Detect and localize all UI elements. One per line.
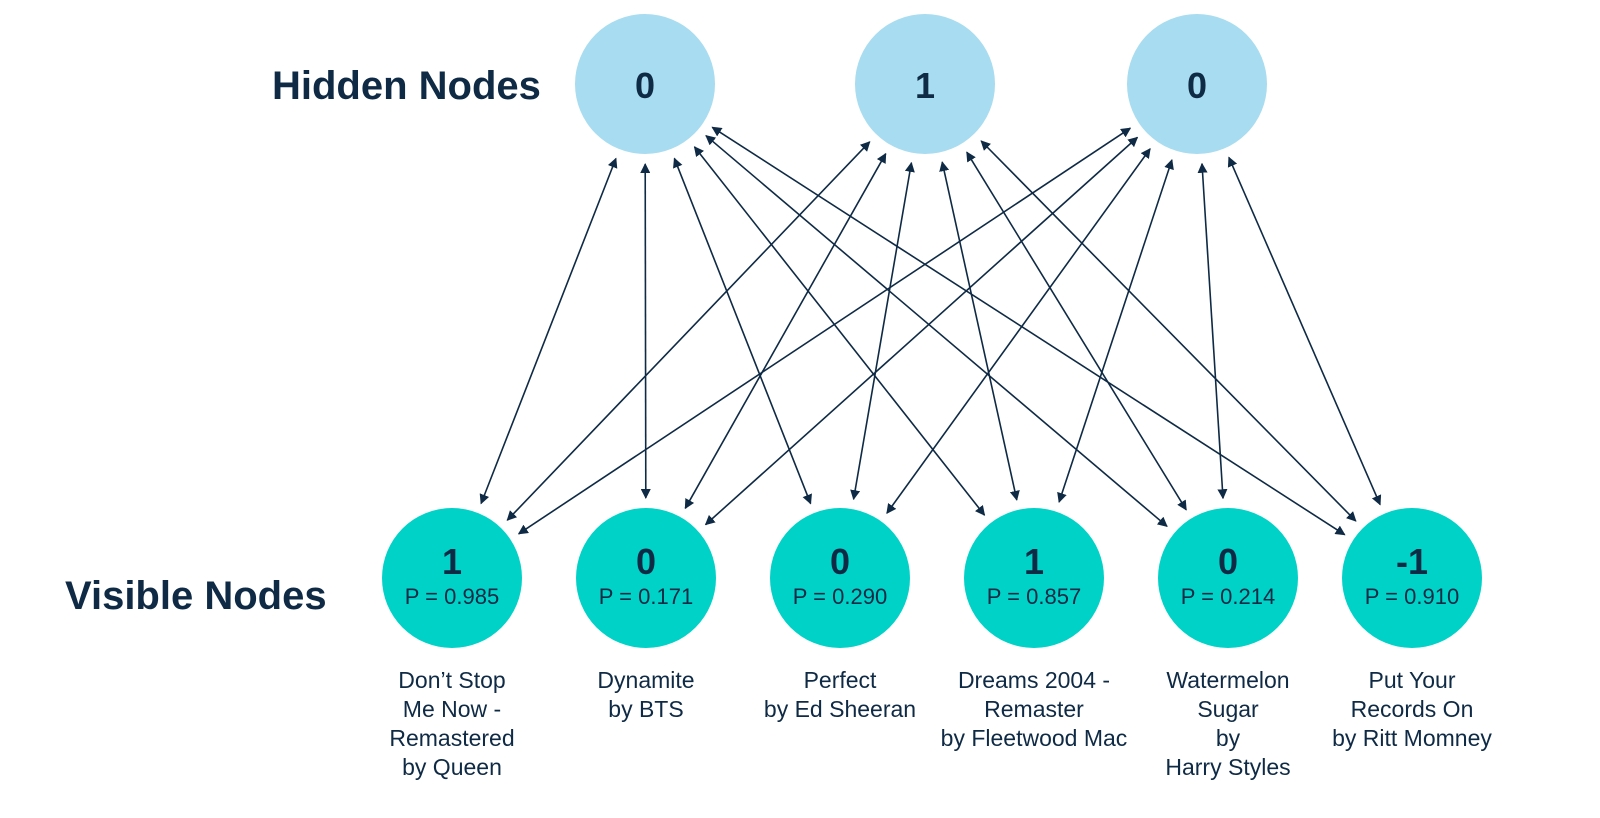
edge-hidden-3-visible-6 bbox=[1227, 156, 1382, 506]
song-label-line: Records On bbox=[1350, 696, 1474, 722]
song-label-line: Remaster bbox=[984, 696, 1084, 722]
song-label-line: by Queen bbox=[402, 754, 502, 780]
song-label: Don’t Stop Me Now - Remastered by Queen bbox=[342, 666, 562, 782]
hidden-node-2: 1 bbox=[855, 14, 995, 154]
edge-hidden-2-visible-6 bbox=[980, 140, 1357, 522]
song-label: Perfect by Ed Sheeran bbox=[730, 666, 950, 724]
edge-hidden-1-visible-5 bbox=[705, 135, 1168, 527]
visible-node-value: 1 bbox=[441, 541, 463, 582]
edge-hidden-3-visible-3 bbox=[886, 147, 1151, 515]
song-label-line: by Ed Sheeran bbox=[763, 696, 917, 722]
visible-node-value: 0 bbox=[1217, 541, 1239, 582]
visible-node-probability: P = 0.857 bbox=[986, 584, 1082, 609]
visible-node-5: 0 P = 0.214 bbox=[1158, 508, 1298, 648]
visible-node-value: 1 bbox=[1023, 541, 1045, 582]
song-label-line: Watermelon bbox=[1166, 667, 1290, 693]
song-label-line: Remastered bbox=[389, 725, 515, 751]
song-label-line: Dynamite bbox=[597, 667, 695, 693]
visible-node-probability: P = 0.171 bbox=[598, 584, 694, 609]
visible-node-3: 0 P = 0.290 bbox=[770, 508, 910, 648]
hidden-nodes-title: Hidden Nodes bbox=[272, 64, 541, 108]
visible-node-4: 1 P = 0.857 bbox=[964, 508, 1104, 648]
visible-node-value: 0 bbox=[635, 541, 657, 582]
hidden-node-value: 0 bbox=[634, 65, 656, 106]
hidden-node-1: 0 bbox=[575, 14, 715, 154]
hidden-node-value: 0 bbox=[1186, 65, 1208, 106]
song-label-line: Harry Styles bbox=[1165, 754, 1291, 780]
song-label-line: Dreams 2004 - bbox=[957, 667, 1111, 693]
song-label: Put Your Records On by Ritt Momney bbox=[1302, 666, 1522, 753]
song-label-line: Sugar bbox=[1197, 696, 1259, 722]
song-label-line: by Fleetwood Mac bbox=[940, 725, 1128, 751]
song-label-line: Perfect bbox=[803, 667, 877, 693]
visible-node-probability: P = 0.290 bbox=[792, 584, 888, 609]
song-label: Dynamite by BTS bbox=[536, 666, 756, 724]
song-label-line: Don’t Stop bbox=[398, 667, 506, 693]
edge-hidden-2-visible-1 bbox=[506, 141, 871, 521]
edge-hidden-2-visible-4 bbox=[939, 161, 1020, 501]
visible-node-1: 1 P = 0.985 bbox=[382, 508, 522, 648]
edge-hidden-3-visible-4 bbox=[1057, 159, 1174, 503]
hidden-node-3: 0 bbox=[1127, 14, 1267, 154]
visible-node-2: 0 P = 0.171 bbox=[576, 508, 716, 648]
song-label: Dreams 2004 - Remaster by Fleetwood Mac bbox=[924, 666, 1144, 753]
visible-node-value: -1 bbox=[1395, 541, 1428, 582]
edge-hidden-1-visible-1 bbox=[479, 157, 618, 505]
edge-hidden-2-visible-3 bbox=[850, 161, 915, 501]
edge-hidden-2-visible-2 bbox=[684, 152, 887, 510]
edge-hidden-1-visible-2 bbox=[640, 163, 651, 499]
visible-node-probability: P = 0.910 bbox=[1364, 584, 1460, 609]
visible-node-probability: P = 0.985 bbox=[404, 584, 500, 609]
song-label-line: by Ritt Momney bbox=[1332, 725, 1492, 751]
visible-nodes-title: Visible Nodes bbox=[65, 574, 327, 618]
edge-hidden-3-visible-5 bbox=[1197, 162, 1228, 500]
song-label-line: Put Your bbox=[1368, 667, 1456, 693]
song-label-line: by BTS bbox=[608, 696, 684, 722]
hidden-node-value: 1 bbox=[914, 65, 936, 106]
edge-hidden-1-visible-4 bbox=[693, 146, 986, 516]
song-label: Watermelon Sugar by Harry Styles bbox=[1118, 666, 1338, 782]
visible-node-value: 0 bbox=[829, 541, 851, 582]
song-label-line: Me Now - bbox=[402, 696, 502, 722]
edge-hidden-1-visible-3 bbox=[673, 157, 812, 505]
edge-hidden-2-visible-5 bbox=[966, 151, 1187, 511]
visible-node-6: -1 P = 0.910 bbox=[1342, 508, 1482, 648]
song-label-line: by bbox=[1215, 725, 1241, 751]
visible-node-probability: P = 0.214 bbox=[1180, 584, 1276, 609]
